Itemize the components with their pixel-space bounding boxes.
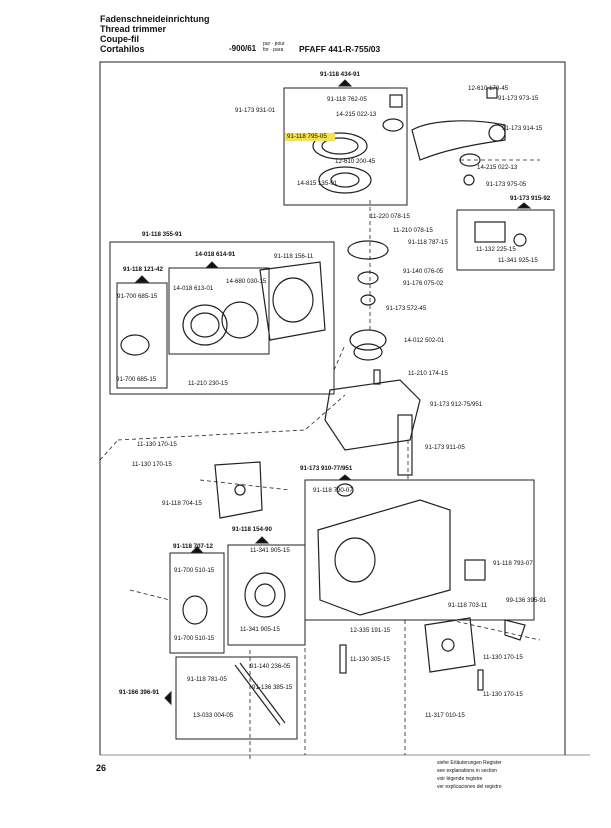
legend-line: see explanations in section bbox=[437, 768, 498, 774]
part-number-label: 91-118 762-05 bbox=[327, 96, 367, 103]
part-number-label: 12-610 170-45 bbox=[468, 85, 509, 92]
part-number-label: 91-118 121-42 bbox=[123, 266, 163, 273]
part-number-label: 91-118 434-91 bbox=[320, 71, 360, 78]
part-number-label: 91-118 156-11 bbox=[274, 253, 314, 260]
bearing-assembly-box bbox=[283, 79, 408, 206]
part-number-label: 11-341 925-15 bbox=[498, 257, 538, 264]
part-number-label: 91-166 396-91 bbox=[119, 689, 160, 696]
part-number-label: 14-012 502-01 bbox=[404, 337, 445, 344]
part-number-label: 91-118 781-05 bbox=[187, 676, 227, 683]
part-number-label: 91-118 704-15 bbox=[162, 500, 202, 507]
part-number-label: 91-700 510-15 bbox=[174, 635, 215, 642]
diagram-frame bbox=[99, 61, 590, 756]
legend-line: ver explicaciones del registro bbox=[437, 784, 502, 790]
part-number-label: 99-136 395-91 bbox=[506, 597, 547, 604]
part-number-label: 14-680 030-15 bbox=[226, 278, 267, 285]
part-number-label: 11-130 305-15 bbox=[350, 656, 390, 663]
legend-line: siehe Erläuterungen Register bbox=[437, 760, 502, 766]
part-number-label: 11-220 078-15 bbox=[370, 213, 410, 220]
part-number-label: 11-130 170-15 bbox=[483, 654, 523, 661]
part-number-label: 12-335 191-15 bbox=[350, 627, 391, 634]
part-number-label: 91-140 236-05 bbox=[250, 663, 291, 670]
part-number-label: 91-173 572-45 bbox=[386, 305, 427, 312]
part-number-label: 91-118 790-07 bbox=[313, 487, 353, 494]
part-number-label: 14-215 022-13 bbox=[477, 164, 518, 171]
for-text: pur · pour for · para bbox=[263, 41, 285, 53]
part-number-label: 14-215 022-13 bbox=[336, 111, 377, 118]
part-number-label: 91-118 703-11 bbox=[448, 602, 488, 609]
page-number: 26 bbox=[96, 763, 107, 773]
part-number-label: 91-173 910-77/951 bbox=[300, 465, 353, 472]
part-number-label: 11-210 174-15 bbox=[408, 370, 448, 377]
part-number-label: 14-018 614-91 bbox=[195, 251, 236, 258]
highlight-marker bbox=[285, 133, 335, 141]
part-number-label: 91-700 685-15 bbox=[117, 293, 158, 300]
legend-line: voir légende registre bbox=[437, 776, 483, 782]
part-number-label: 14-018 613-01 bbox=[173, 285, 214, 292]
hub-assembly-box bbox=[109, 241, 335, 395]
part-number-label: 91-173 931-01 bbox=[235, 107, 276, 114]
part-number-label: 11-341 905-15 bbox=[240, 626, 280, 633]
part-number-label: 91-140 076-05 bbox=[403, 268, 444, 275]
part-number-label: 91-173 975-05 bbox=[486, 181, 527, 188]
part-number-label: 91-700 685-15 bbox=[116, 376, 157, 383]
title-spanish: Cortahilos bbox=[100, 44, 145, 54]
part-number-label: 91-118 154-90 bbox=[232, 526, 272, 533]
part-number-label: 11-130 170-15 bbox=[132, 461, 172, 468]
part-number-label: 11-130 170-15 bbox=[137, 441, 177, 448]
part-number-label: 91-136 385-15 bbox=[252, 684, 293, 691]
part-number-label: 91-118 355-91 bbox=[142, 231, 182, 238]
right-bolt-box bbox=[456, 202, 555, 271]
part-number-label: 91-173 973-15 bbox=[498, 95, 539, 102]
part-number-label: 91-173 915-92 bbox=[510, 195, 551, 202]
part-number-label: 11-130 170-15 bbox=[483, 691, 523, 698]
part-number-label: 11-210 078-15 bbox=[393, 227, 433, 234]
part-number-label: 11-317 010-15 bbox=[425, 712, 465, 719]
title-german: Fadenschneideinrichtung bbox=[100, 14, 210, 24]
part-number-label: 91-700 510-15 bbox=[174, 567, 215, 574]
gear-assembly-box bbox=[169, 536, 306, 654]
legend-block: siehe Erläuterungen Register see explana… bbox=[437, 759, 502, 791]
dashed-assembly-lines bbox=[99, 159, 541, 760]
title-french: Coupe-fil bbox=[100, 34, 139, 44]
part-number-label: 91-173 914-15 bbox=[502, 125, 543, 132]
part-number-label: 11-210 230-15 bbox=[188, 380, 228, 387]
part-number-label: 91-173 912-75/951 bbox=[430, 401, 483, 408]
part-number-label: 91-118 793-07 bbox=[493, 560, 533, 567]
document-title-block: Fadenschneideinrichtung Thread trimmer C… bbox=[100, 14, 210, 54]
housing-box bbox=[304, 474, 535, 621]
part-number-label: 11-132 225-15 bbox=[476, 246, 516, 253]
part-number-label: 91-118 707-12 bbox=[173, 543, 213, 550]
part-number-label: 14-815 135-01 bbox=[297, 180, 338, 187]
part-number-label: 91-173 911-05 bbox=[425, 444, 465, 451]
pin-assembly-box bbox=[164, 656, 298, 740]
title-english: Thread trimmer bbox=[100, 24, 167, 34]
part-range: -900/61 bbox=[229, 44, 257, 53]
part-number-label: 12-610 200-45 bbox=[335, 158, 376, 165]
part-number-label: 91-176 075-02 bbox=[403, 280, 444, 287]
part-number-label: 91-118 787-15 bbox=[408, 239, 448, 246]
part-number-labels: 91-118 434-91 91-118 762-05 14-215 022-13 9… bbox=[116, 71, 551, 719]
part-number-label: 91-118 795-05 bbox=[287, 133, 327, 140]
machine-model: PFAFF 441-R-755/03 bbox=[299, 44, 381, 54]
part-shapes bbox=[120, 87, 527, 726]
part-number-label: 11-341 905-15 bbox=[250, 547, 290, 554]
part-number-label: 13-033 004-05 bbox=[193, 712, 234, 719]
